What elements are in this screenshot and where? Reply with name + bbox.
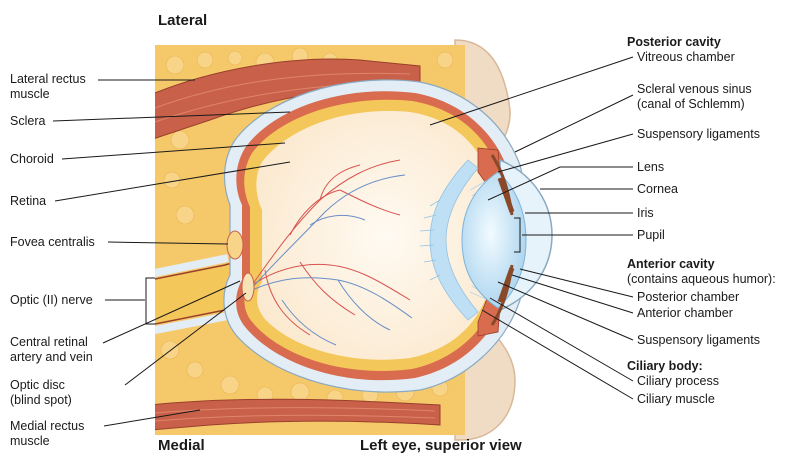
optic-nerve-sheath bbox=[155, 254, 229, 335]
label-posterior-chamber: Posterior chamber bbox=[637, 290, 740, 304]
label-lens: Lens bbox=[637, 160, 665, 174]
label-central-retinal-line1: Central retinal bbox=[10, 335, 88, 349]
retinal-vessels bbox=[251, 159, 413, 346]
label-posterior-cavity: Posterior cavity bbox=[627, 35, 721, 49]
label-medial-rectus-line2: muscle bbox=[10, 434, 50, 448]
label-choroid: Choroid bbox=[10, 152, 54, 166]
label-fovea-centralis: Fovea centralis bbox=[10, 235, 95, 249]
label-lateral-rectus-line2: muscle bbox=[10, 87, 50, 101]
label-medial-rectus-line1: Medial rectus bbox=[10, 419, 85, 433]
label-ciliary-muscle: Ciliary muscle bbox=[637, 392, 715, 406]
label-lateral-rectus-line1: Lateral rectus bbox=[10, 72, 86, 86]
label-aqueous-humor: (contains aqueous humor): bbox=[627, 272, 776, 286]
label-retina: Retina bbox=[10, 194, 47, 208]
ciliary-pleats bbox=[419, 159, 479, 321]
label-optic-disc-line2: (blind spot) bbox=[10, 393, 72, 407]
fovea-centralis bbox=[226, 230, 244, 260]
label-suspensory-top: Suspensory ligaments bbox=[637, 127, 760, 141]
iris-outer bbox=[490, 154, 514, 326]
label-optic-disc-line1: Optic disc bbox=[10, 378, 65, 392]
label-vitreous-chamber: Vitreous chamber bbox=[637, 50, 735, 64]
label-medial: Medial bbox=[158, 437, 205, 454]
label-iris: Iris bbox=[637, 206, 654, 220]
label-suspensory-bottom: Suspensory ligaments bbox=[637, 333, 760, 347]
label-anterior-cavity: Anterior cavity bbox=[627, 257, 715, 271]
label-scleral-sinus-line2: (canal of Schlemm) bbox=[637, 97, 745, 111]
diagram-caption: Left eye, superior view bbox=[360, 437, 522, 454]
label-ciliary-process: Ciliary process bbox=[637, 374, 719, 388]
label-ciliary-body: Ciliary body: bbox=[627, 359, 703, 373]
leader-lines bbox=[52, 56, 634, 427]
label-scleral-sinus-line1: Scleral venous sinus bbox=[637, 82, 752, 96]
optic-disc bbox=[241, 272, 255, 302]
medial-rectus-muscle bbox=[155, 398, 441, 431]
pupil-bracket bbox=[514, 217, 521, 253]
label-optic-nerve: Optic (II) nerve bbox=[10, 293, 93, 307]
label-central-retinal-line2: artery and vein bbox=[10, 350, 93, 364]
vitreous-chamber bbox=[256, 111, 488, 360]
label-anterior-chamber: Anterior chamber bbox=[637, 306, 733, 320]
label-pupil: Pupil bbox=[637, 228, 665, 242]
label-lateral: Lateral bbox=[158, 12, 208, 29]
label-cornea: Cornea bbox=[637, 182, 678, 196]
label-sclera: Sclera bbox=[10, 114, 46, 128]
optic-nerve-bracket bbox=[145, 277, 155, 325]
